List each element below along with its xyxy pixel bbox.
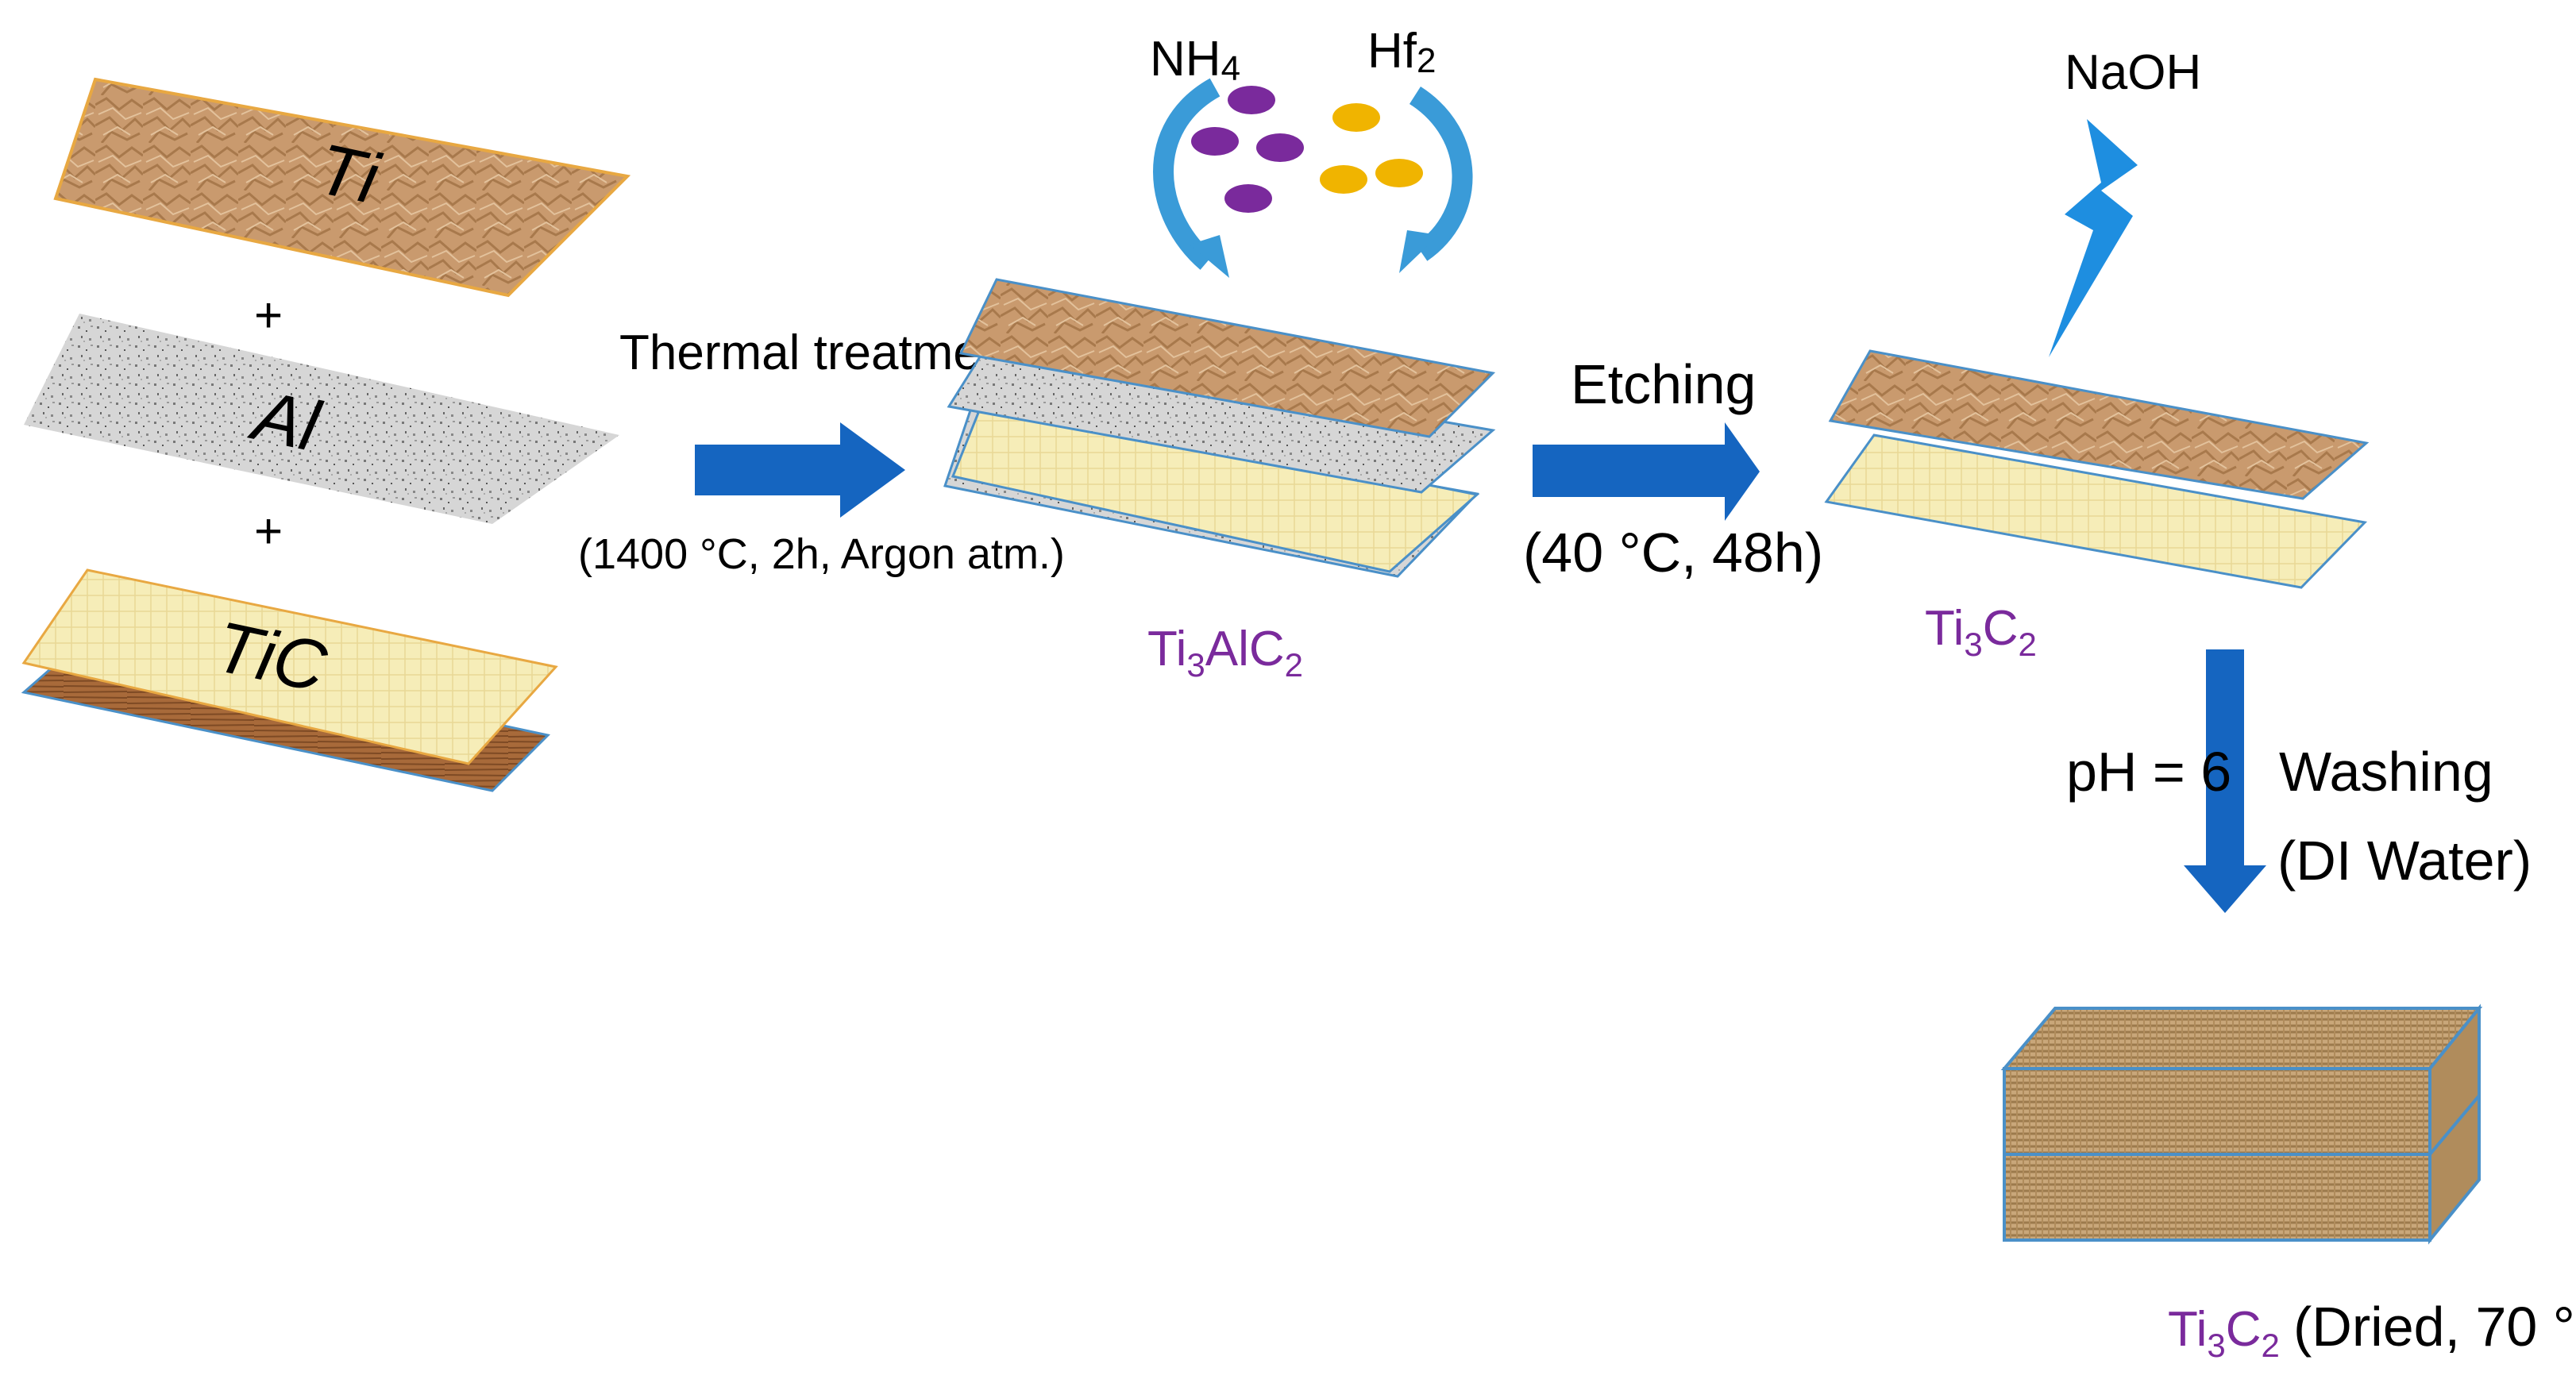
thermal-treatment-arrow <box>695 422 905 518</box>
di-water-label: (DI Water) <box>2277 830 2532 892</box>
plus-sign-1: + <box>254 288 283 343</box>
ti3alc2-label: Ti3AlC2 <box>1147 622 1303 684</box>
thermal-treatment-label: Thermal treatment <box>619 326 1022 380</box>
ti3c2-label: Ti3C2 <box>1925 601 2037 663</box>
lightning-bolt-icon <box>2049 119 2138 357</box>
tic-layer <box>21 568 558 792</box>
etchant-curved-arrows <box>1153 78 1473 278</box>
nh4-label: NH4 <box>1150 32 1240 88</box>
naoh-label: NaOH <box>2065 45 2201 100</box>
ti-layer <box>53 77 631 298</box>
nh4-particles <box>1191 86 1304 213</box>
etching-label: Etching <box>1571 353 1756 415</box>
ti3c2-stack <box>1824 349 2370 589</box>
ti3alc2-stack <box>943 278 1496 578</box>
dried-conditions-label: (Dried, 70 °C) <box>2293 1296 2576 1358</box>
thermal-conditions-label: (1400 °C, 2h, Argon atm.) <box>578 530 1065 578</box>
hf2-label: Hf2 <box>1367 24 1436 80</box>
etching-conditions-label: (40 °C, 48h) <box>1523 522 1823 584</box>
etching-arrow <box>1533 422 1760 521</box>
dried-ti3c2-block <box>2000 1004 2483 1245</box>
plus-sign-2: + <box>254 504 283 559</box>
hf2-particles <box>1320 103 1423 194</box>
ph-label: pH = 6 <box>2066 741 2231 803</box>
final-ti3c2-label: Ti3C2 <box>2168 1302 2280 1364</box>
washing-arrow <box>2184 649 2266 913</box>
washing-label: Washing <box>2279 741 2493 803</box>
al-layer <box>24 314 619 524</box>
